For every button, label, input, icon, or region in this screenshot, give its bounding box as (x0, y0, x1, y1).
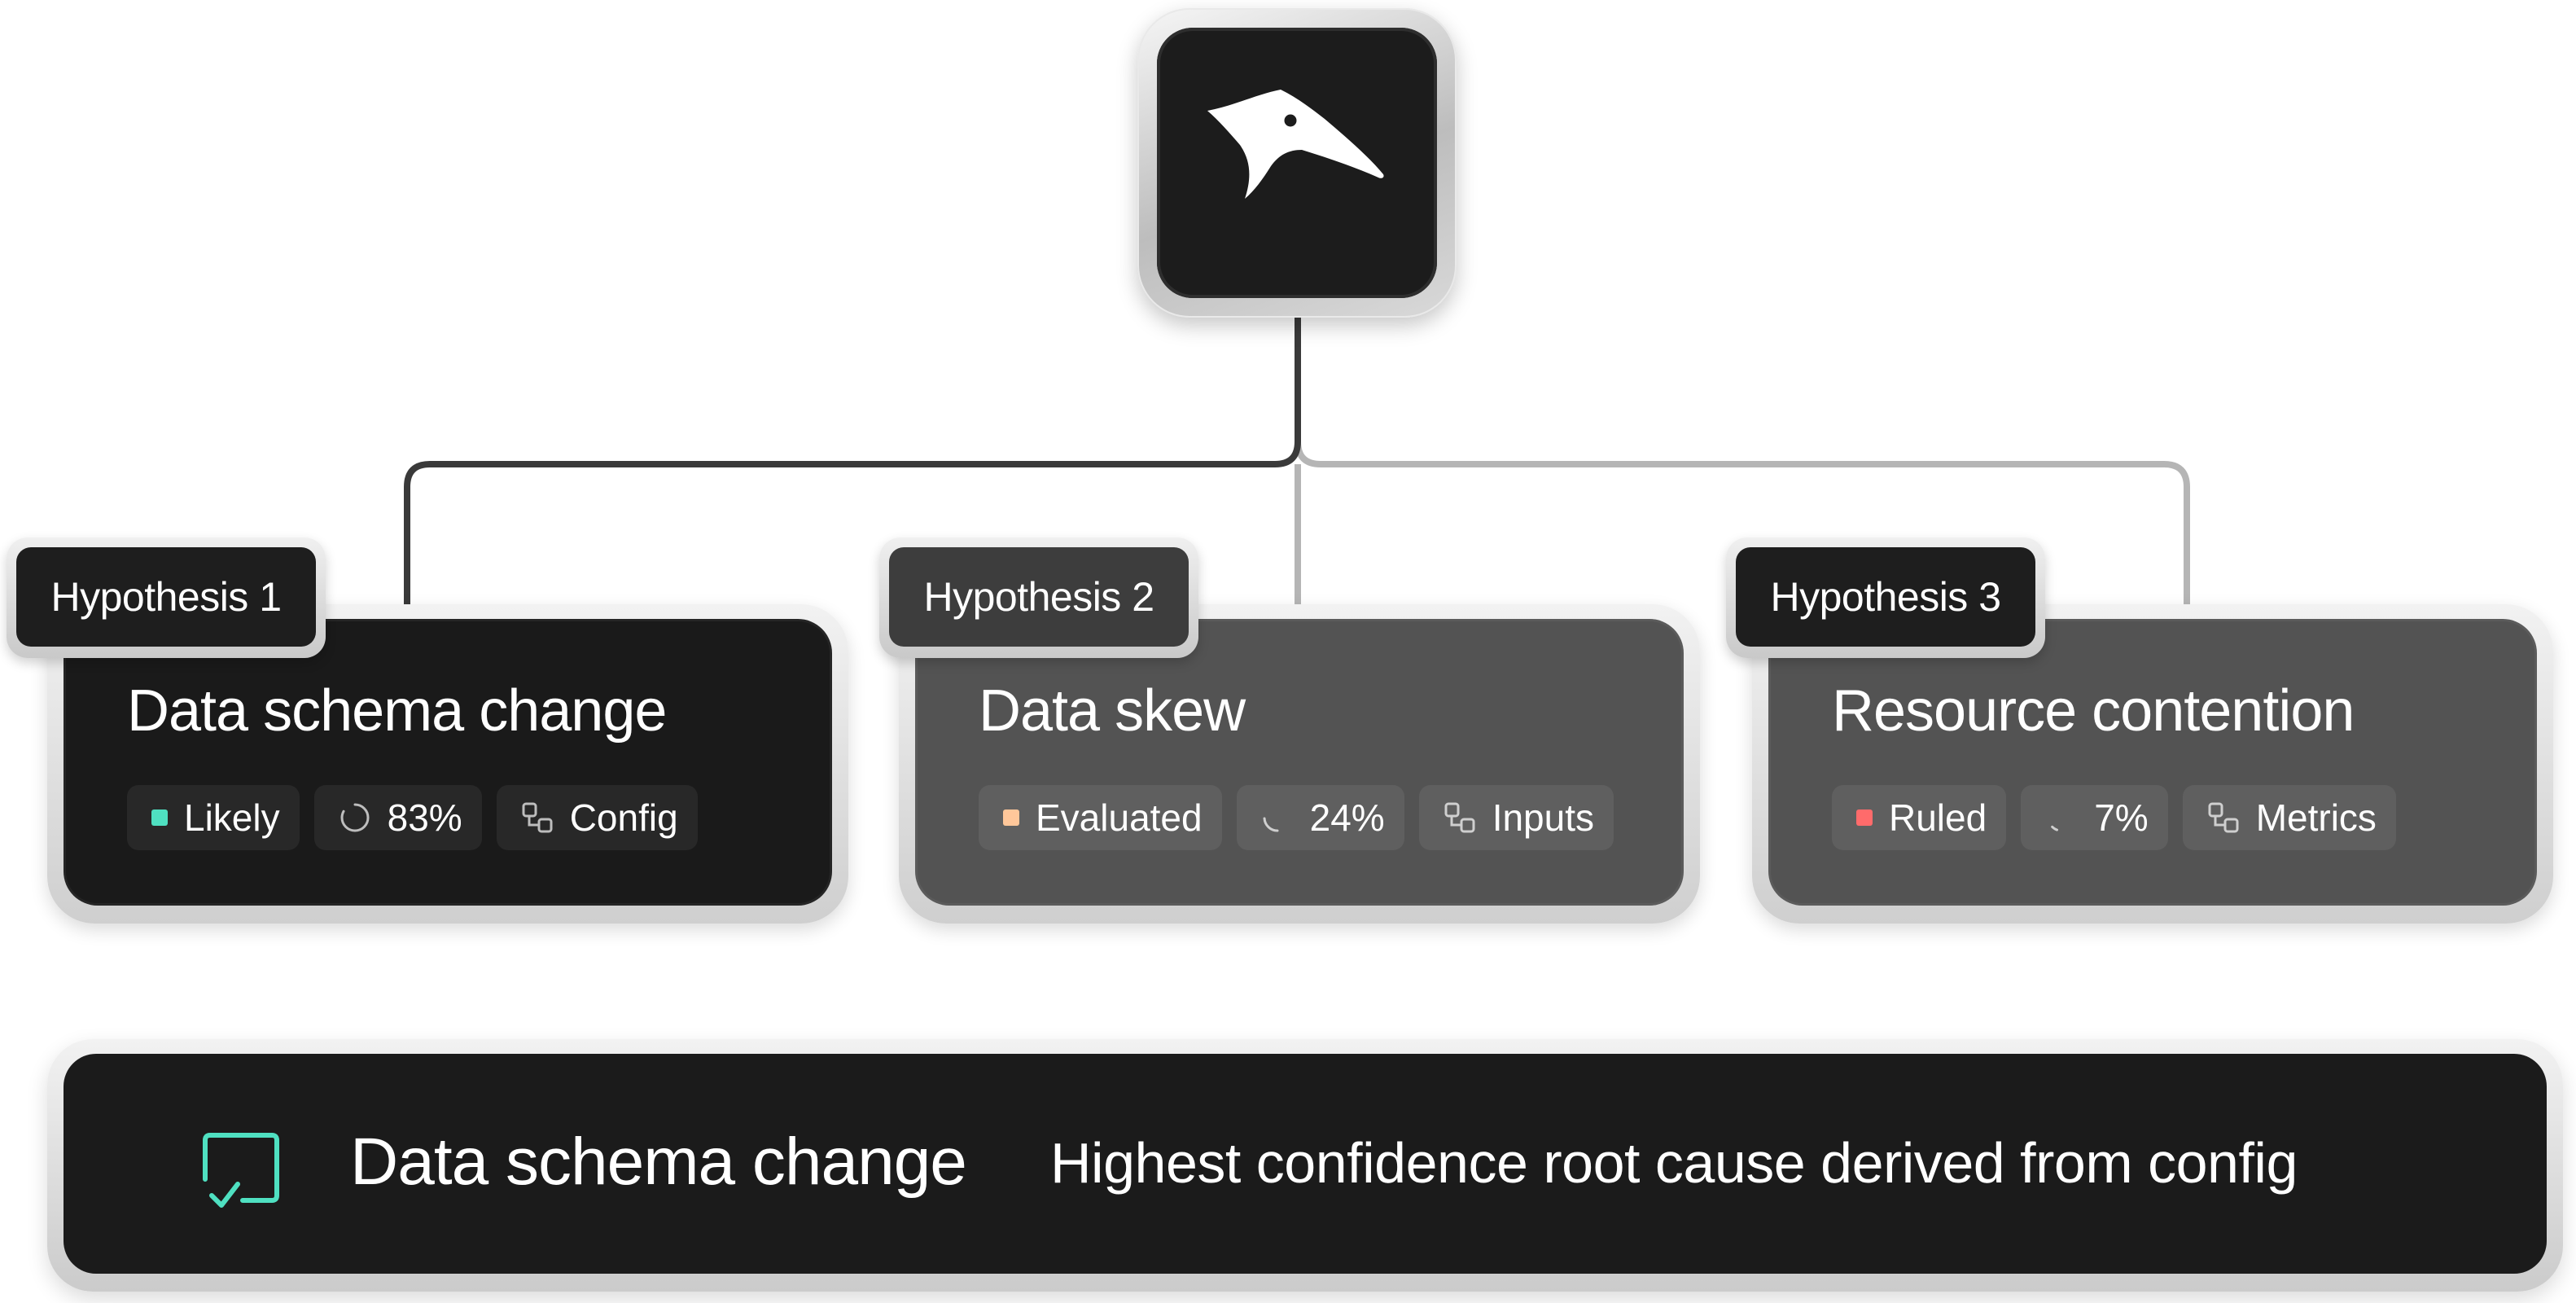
hypothesis-chips: Likely 83% Config (127, 785, 698, 850)
hypothesis-card-body: Data skew Evaluated 24% Inputs (915, 619, 1684, 906)
result-banner[interactable]: Data schema change Highest confidence ro… (47, 1039, 2563, 1292)
hypothesis-title: Resource contention (1832, 678, 2355, 744)
anteater-logo-icon (1207, 90, 1384, 199)
link-nodes-icon (522, 802, 553, 833)
hypothesis-card-2[interactable]: Data skew Evaluated 24% Inputs (899, 604, 1700, 924)
source-chip: Inputs (1418, 785, 1614, 850)
hypothesis-tab-label: Hypothesis 2 (923, 574, 1154, 620)
status-indicator (151, 809, 168, 826)
source-label: Config (569, 796, 678, 839)
source-chip: Metrics (2182, 785, 2396, 850)
hypothesis-tab-body: Hypothesis 2 (889, 547, 1189, 647)
hypothesis-tab-body: Hypothesis 1 (16, 547, 316, 647)
confidence-label: 24% (1309, 796, 1385, 839)
status-indicator (1003, 809, 1019, 826)
hypothesis-tab-label: Hypothesis 3 (1770, 574, 2001, 620)
source-chip: Config (496, 785, 698, 850)
hypothesis-title: Data skew (979, 678, 1246, 744)
root-node-inner (1157, 28, 1437, 298)
status-chip: Ruled (1832, 785, 2007, 850)
progress-ring-icon (1263, 803, 1292, 832)
confidence-label: 7% (2094, 796, 2149, 839)
confidence-label: 83% (387, 796, 462, 839)
hypothesis-tab-2[interactable]: Hypothesis 2 (879, 537, 1198, 658)
link-nodes-icon (2208, 802, 2239, 833)
progress-ring-icon (2047, 803, 2076, 832)
confidence-chip: 24% (1236, 785, 1404, 850)
hypothesis-chips: Evaluated 24% Inputs (979, 785, 1614, 850)
result-description: Highest confidence root cause derived fr… (1050, 1131, 2298, 1195)
status-chip: Evaluated (979, 785, 1222, 850)
hypothesis-card-body: Data schema change Likely 83% Config (64, 619, 832, 906)
hypothesis-title: Data schema change (127, 678, 667, 744)
check-square-icon (203, 1133, 279, 1208)
hypothesis-tab-3[interactable]: Hypothesis 3 (1726, 537, 2045, 658)
hypothesis-chips: Ruled 7% Metrics (1832, 785, 2396, 850)
progress-ring-icon (340, 803, 370, 832)
root-node (1137, 8, 1457, 318)
source-label: Metrics (2255, 796, 2377, 839)
hypothesis-tab-body: Hypothesis 3 (1736, 547, 2035, 647)
hypothesis-tab-1[interactable]: Hypothesis 1 (7, 537, 326, 658)
hypothesis-card-3[interactable]: Resource contention Ruled 7% Metrics (1752, 604, 2553, 924)
status-label: Likely (184, 796, 280, 839)
result-banner-body: Data schema change Highest confidence ro… (64, 1054, 2547, 1274)
status-label: Evaluated (1036, 796, 1203, 839)
confidence-chip: 83% (313, 785, 482, 850)
source-label: Inputs (1492, 796, 1594, 839)
hypothesis-tab-label: Hypothesis 1 (50, 574, 282, 620)
hypothesis-card-body: Resource contention Ruled 7% Metrics (1768, 619, 2537, 906)
link-nodes-icon (1444, 802, 1475, 833)
status-indicator (1856, 809, 1873, 826)
confidence-chip: 7% (2021, 785, 2168, 850)
status-chip: Likely (127, 785, 300, 850)
result-title: Data schema change (350, 1125, 967, 1199)
status-label: Ruled (1889, 796, 1987, 839)
